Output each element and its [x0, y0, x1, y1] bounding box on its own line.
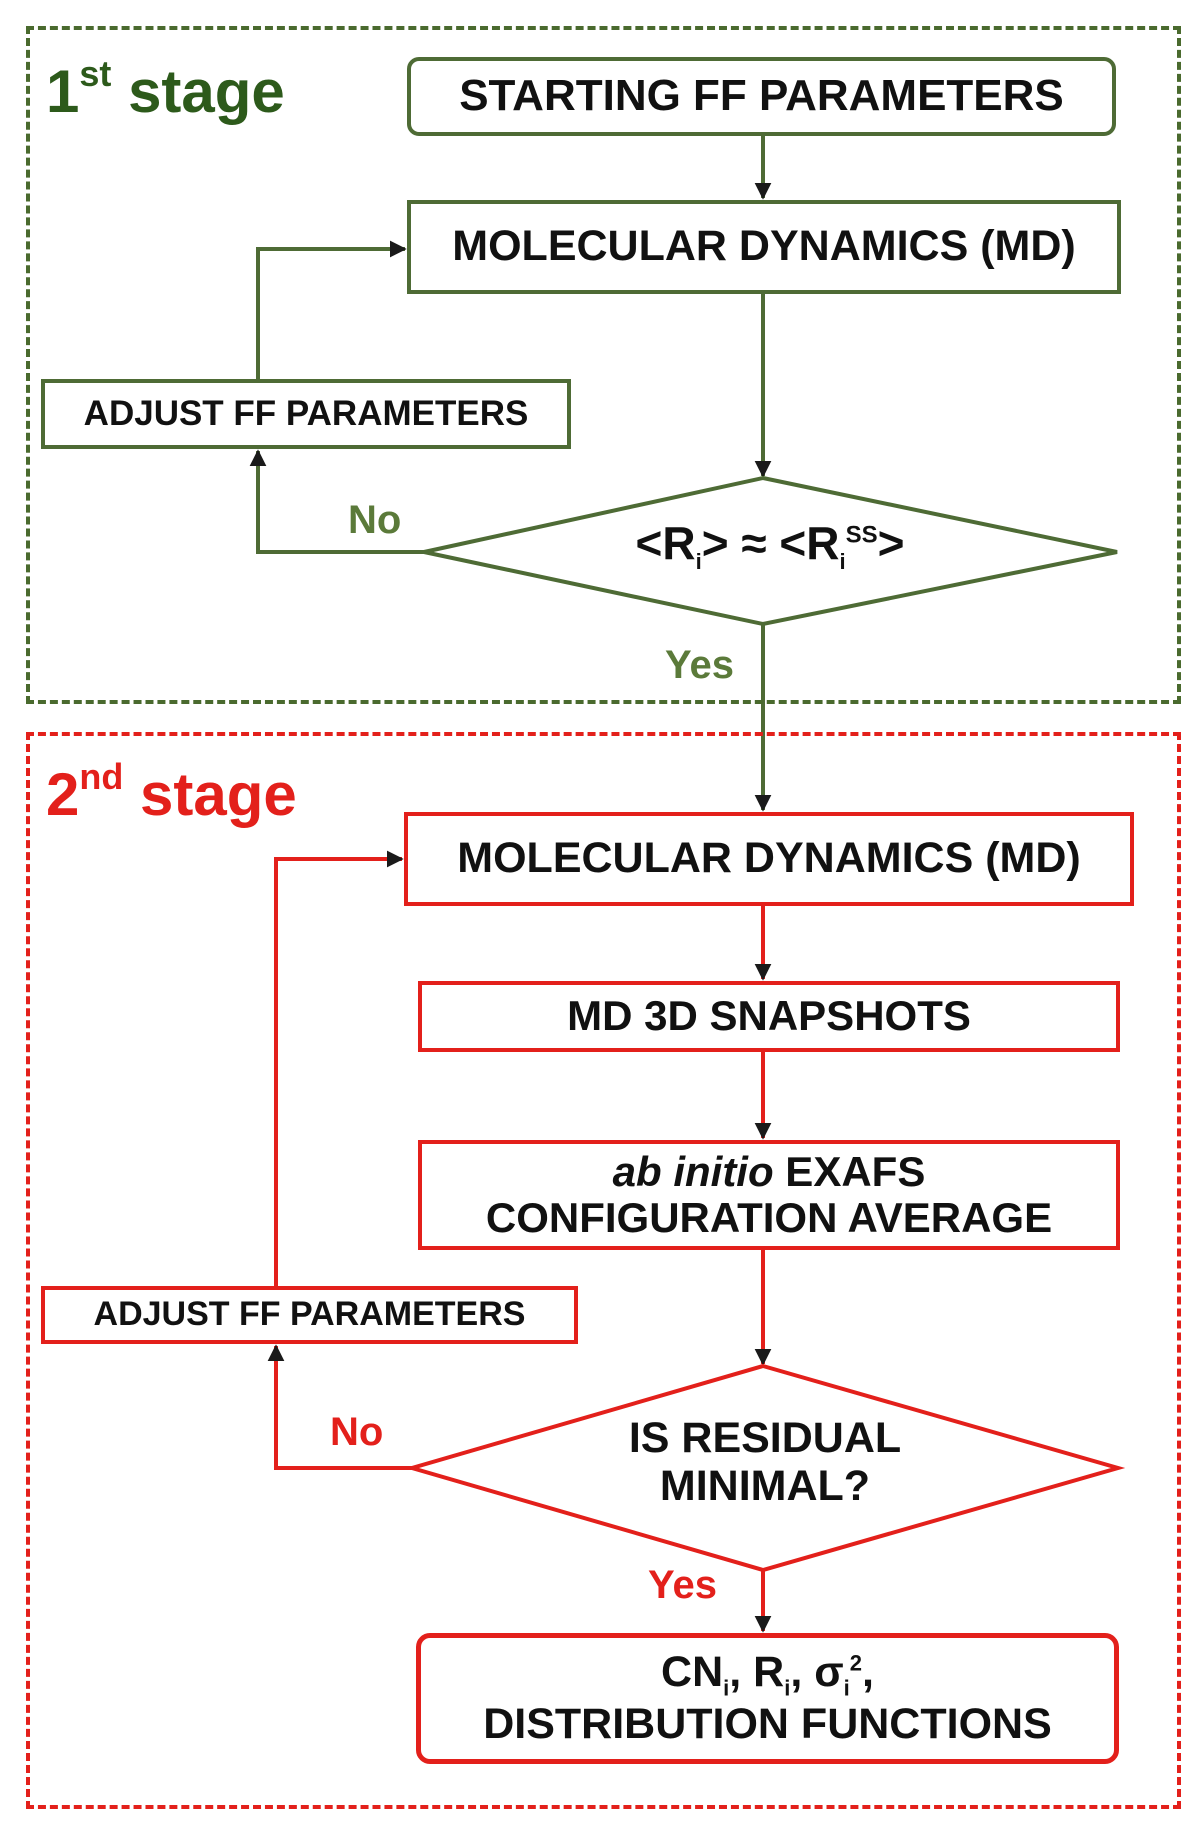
decision2-yes-label: Yes	[648, 1563, 717, 1607]
stage2-frame	[26, 732, 1181, 1809]
md-3d-snapshots-box: MD 3D SNAPSHOTS	[418, 981, 1120, 1052]
stage1-title: 1st stage	[46, 53, 285, 125]
decision1-no-label: No	[348, 498, 402, 542]
starting-ff-parameters-box: STARTING FF PARAMETERS	[407, 57, 1116, 136]
arrow-decision1-no-to-adjust1	[249, 449, 424, 554]
molecular-dynamics-box-stage1: MOLECULAR DYNAMICS (MD)	[407, 200, 1121, 294]
decision2-no-label: No	[330, 1410, 384, 1454]
stage1-frame	[26, 26, 1181, 704]
arrow-adjust2-to-md2	[274, 850, 404, 1286]
decision1-yes-label: Yes	[665, 643, 734, 687]
arrow-decision2-no-to-adjust2	[267, 1344, 412, 1470]
adjust-ff-parameters-box-stage2: ADJUST FF PARAMETERS	[41, 1286, 578, 1344]
molecular-dynamics-box-stage2: MOLECULAR DYNAMICS (MD)	[404, 812, 1134, 906]
result-distribution-functions-box: CNi, Ri, σi2, DISTRIBUTION FUNCTIONS	[416, 1633, 1119, 1764]
stage2-title: 2nd stage	[46, 756, 297, 828]
decision1-label: <Ri> ≈ <RiSS>	[635, 517, 905, 575]
arrow-adjust1-to-md1	[256, 240, 407, 379]
exafs-configuration-average-box: ab initio EXAFS CONFIGURATION AVERAGE	[418, 1140, 1120, 1250]
adjust-ff-parameters-box-stage1: ADJUST FF PARAMETERS	[41, 379, 571, 449]
decision2-label: IS RESIDUAL MINIMAL?	[628, 1414, 902, 1511]
